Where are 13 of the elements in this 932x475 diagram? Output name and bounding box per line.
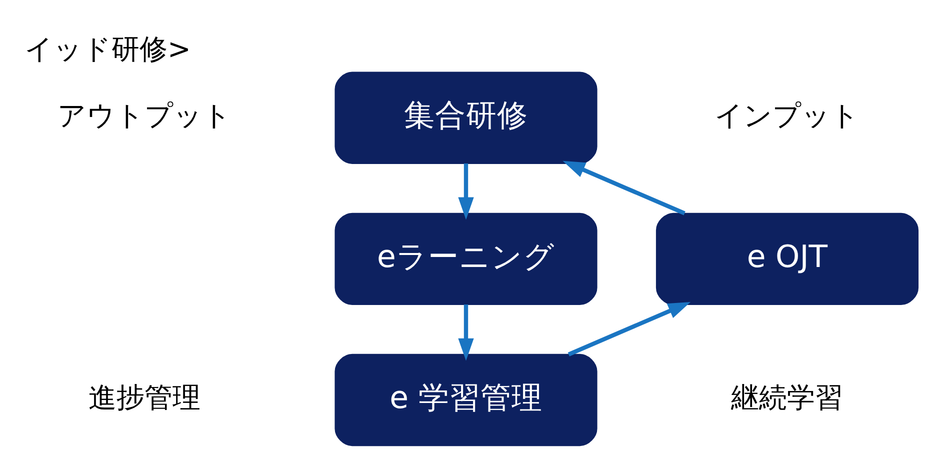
label: 進捗管理 [88,380,201,414]
arrow [562,160,686,215]
arrow [458,162,474,220]
node-box: eラーニング [334,212,598,305]
arrow [568,301,691,356]
node-box: 集合研修 [334,71,598,164]
label: インプット [714,98,860,132]
diagram-title: イッド研修> [24,32,191,66]
arrow [458,304,474,360]
label: 継続学習 [731,380,844,414]
label: アウトプット [58,98,232,132]
node-box: e OJT [656,212,919,305]
node-box: e 学習管理 [334,353,598,446]
